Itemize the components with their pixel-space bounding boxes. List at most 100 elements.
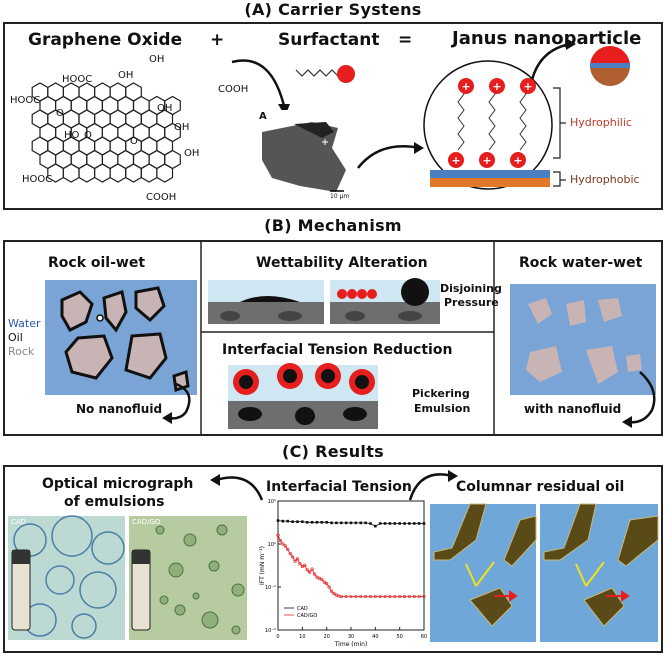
graphene-hexagon <box>156 163 174 183</box>
janus-particles-icon <box>337 289 377 299</box>
data-point <box>359 521 363 525</box>
hydrophilic-label: Hydrophilic <box>570 116 632 129</box>
legend-oil: Oil <box>8 331 23 344</box>
arrow-to-columnar-icon <box>408 473 453 501</box>
data-point <box>383 522 387 525</box>
legend-label: CAD/GO <box>297 613 317 619</box>
ift-reduction-title: Interfacial Tension Reduction <box>222 342 453 358</box>
red-arrows-icon <box>494 590 630 602</box>
x-tick-label: 10 <box>299 634 305 640</box>
yellow-arrows-icon <box>465 561 605 587</box>
data-point <box>398 594 402 599</box>
group-oh-4: OH <box>174 122 190 133</box>
data-point <box>300 564 304 569</box>
y-axis-label: IFT (mN m⁻¹) <box>259 546 266 585</box>
svg-text:+: + <box>461 80 470 93</box>
y-tick-label: 10⁰ <box>268 542 276 548</box>
data-point <box>339 521 343 525</box>
data-point <box>354 594 358 599</box>
data-point <box>276 519 280 522</box>
data-point <box>317 576 321 580</box>
arrow-to-optical-icon <box>215 476 264 501</box>
group-oh-1: OH <box>118 70 134 81</box>
data-point <box>417 594 421 599</box>
y-tick-label: 10⁻¹ <box>265 585 276 591</box>
data-point <box>295 557 300 561</box>
svg-text:+: + <box>513 154 522 167</box>
group-o-1: O <box>56 108 64 119</box>
data-point <box>308 570 312 574</box>
hydrophobic-bracket <box>553 171 566 187</box>
plus-head-icons <box>448 78 536 168</box>
data-point <box>408 522 411 525</box>
data-point <box>325 581 329 586</box>
data-point <box>286 519 290 523</box>
y-tick-label: 10¹ <box>268 499 276 505</box>
pickering-droplets-icon <box>233 363 375 395</box>
data-point <box>291 555 295 559</box>
data-point <box>276 533 280 537</box>
svg-text:+: + <box>451 154 460 167</box>
pickering-label-2: Emulsion <box>414 402 471 415</box>
data-point <box>388 522 392 525</box>
data-point <box>393 594 397 599</box>
plus-sign: + <box>210 30 225 50</box>
svg-text:+: + <box>523 80 532 93</box>
data-point <box>301 520 304 524</box>
data-point <box>327 585 331 589</box>
data-point <box>374 524 377 528</box>
data-point <box>349 521 353 525</box>
data-point <box>296 520 299 524</box>
data-point <box>388 594 392 599</box>
arrow-flake-to-janus-icon <box>357 144 421 169</box>
data-point <box>364 594 368 599</box>
data-point <box>412 522 416 525</box>
optical-title-2: of emulsions <box>64 494 165 510</box>
x-axis-label: Time (min) <box>334 641 368 648</box>
group-hooc-1: HOOC <box>62 74 93 85</box>
group-ho-1: HO <box>64 130 80 141</box>
x-tick-label: 30 <box>348 634 354 640</box>
x-tick-label: 50 <box>396 634 402 640</box>
data-point <box>315 575 319 579</box>
optical-title-1: Optical micrograph <box>42 476 194 492</box>
data-point <box>293 559 297 563</box>
arrow-go-to-flake-icon <box>231 59 287 111</box>
img-label-cadgo: CAD/GO <box>132 518 161 526</box>
x-tick-label: 0 <box>276 634 279 640</box>
data-point <box>305 568 309 572</box>
group-oh-2: OH <box>149 54 165 65</box>
janus-label: Janus nanoparticle <box>452 28 642 49</box>
group-hooc-2: HOOC <box>10 95 41 106</box>
data-point <box>364 521 367 525</box>
y-tick-label: 10⁻² <box>265 628 276 634</box>
group-o-2: O <box>84 130 92 141</box>
data-point <box>359 594 363 599</box>
surfactant-icon <box>295 65 355 83</box>
data-point <box>332 592 336 596</box>
data-point <box>320 577 324 582</box>
data-point <box>298 562 302 566</box>
group-oh-5: OH <box>184 148 200 159</box>
ift-title: Interfacial Tension <box>266 479 412 495</box>
with-nanofluid-label: with nanofluid <box>524 402 622 416</box>
water-wet-title: Rock water-wet <box>519 255 643 271</box>
series-line-cadgo <box>277 535 424 597</box>
data-point <box>369 522 372 525</box>
x-tick-label: 60 <box>421 634 427 640</box>
img-label-cad: CAD <box>11 518 27 526</box>
data-point <box>278 538 283 543</box>
data-point <box>393 522 397 525</box>
data-point <box>398 522 401 525</box>
surfactant-label: Surfactant <box>278 30 380 50</box>
oil-wet-title: Rock oil-wet <box>48 255 146 271</box>
x-tick-label: 20 <box>323 634 329 640</box>
data-point <box>281 542 285 546</box>
